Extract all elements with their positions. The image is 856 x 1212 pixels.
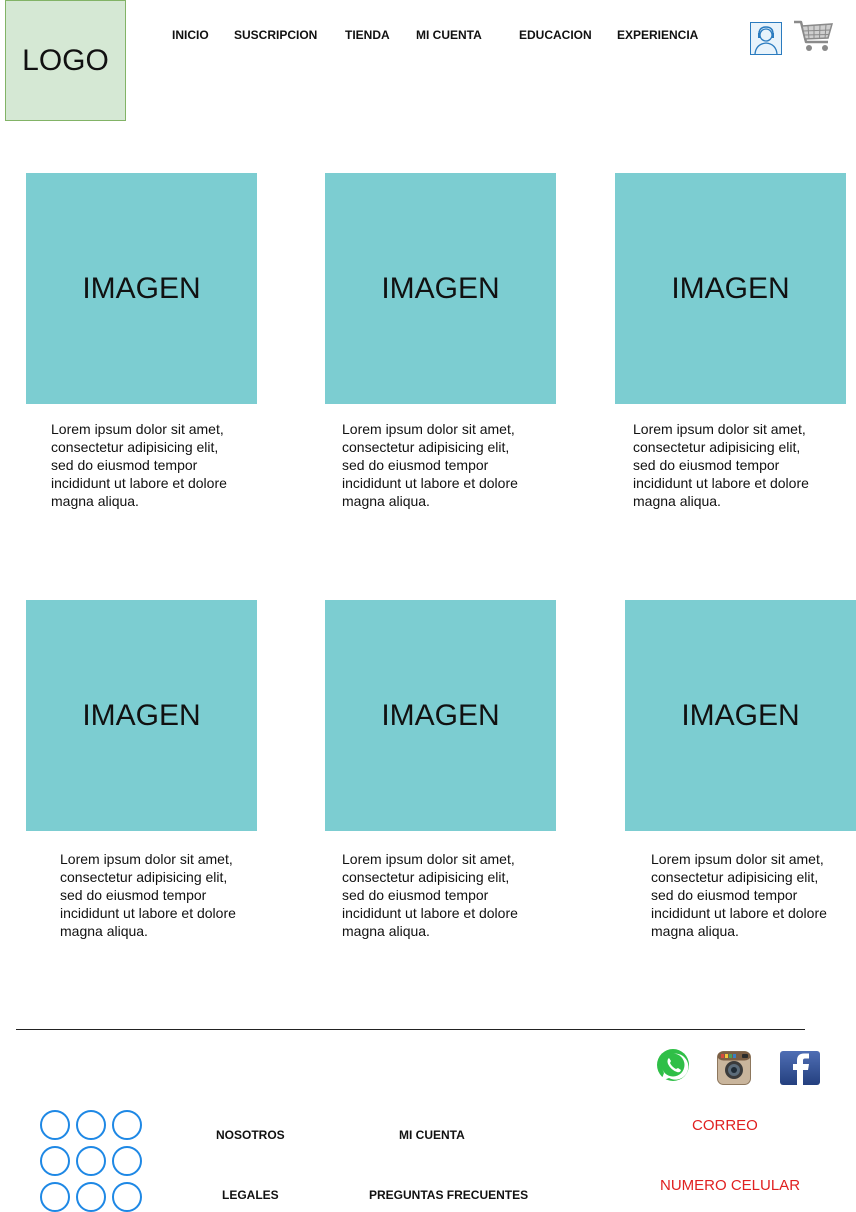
nav-suscripcion[interactable]: SUSCRIPCION <box>234 28 318 42</box>
product-description-5: Lorem ipsum dolor sit amet, consectetur … <box>342 851 518 939</box>
product-image-2[interactable]: IMAGEN <box>325 173 556 404</box>
product-image-4[interactable]: IMAGEN <box>26 600 257 831</box>
product-description-1: Lorem ipsum dolor sit amet, consectetur … <box>51 421 227 509</box>
product-image-1[interactable]: IMAGEN <box>26 173 257 404</box>
footer-link-preguntas-frecuentes[interactable]: PREGUNTAS FRECUENTES <box>369 1188 529 1202</box>
shopping-cart-icon[interactable] <box>792 18 836 54</box>
footer-divider <box>16 1029 805 1030</box>
footer-link-nosotros[interactable]: NOSOTROS <box>216 1128 285 1142</box>
nav-inicio[interactable]: INICIO <box>172 28 209 42</box>
footer-link-legales[interactable]: LEGALES <box>222 1188 279 1202</box>
nav-tienda[interactable]: TIENDA <box>345 28 390 42</box>
product-image-5[interactable]: IMAGEN <box>325 600 556 831</box>
footer-link-mi-cuenta[interactable]: MI CUENTA <box>399 1128 465 1142</box>
product-image-3[interactable]: IMAGEN <box>615 173 846 404</box>
product-description-3: Lorem ipsum dolor sit amet, consectetur … <box>633 421 809 509</box>
nav-educacion[interactable]: EDUCACION <box>519 28 592 42</box>
facebook-icon[interactable] <box>779 1051 821 1085</box>
product-description-2: Lorem ipsum dolor sit amet, consectetur … <box>342 421 518 509</box>
user-avatar-icon[interactable] <box>750 22 782 55</box>
logo[interactable]: LOGO <box>5 0 126 121</box>
product-description-4: Lorem ipsum dolor sit amet, consectetur … <box>60 851 236 939</box>
dots-grid-icon <box>38 1108 146 1212</box>
nav-experiencia[interactable]: EXPERIENCIA <box>617 28 699 42</box>
product-image-6[interactable]: IMAGEN <box>625 600 856 831</box>
instagram-icon[interactable] <box>717 1051 751 1085</box>
contact-email: CORREO <box>692 1117 758 1134</box>
contact-phone: NUMERO CELULAR <box>660 1177 801 1194</box>
product-description-6: Lorem ipsum dolor sit amet, consectetur … <box>651 851 827 939</box>
whatsapp-icon[interactable] <box>655 1048 691 1084</box>
nav-mi-cuenta[interactable]: MI CUENTA <box>416 28 482 42</box>
